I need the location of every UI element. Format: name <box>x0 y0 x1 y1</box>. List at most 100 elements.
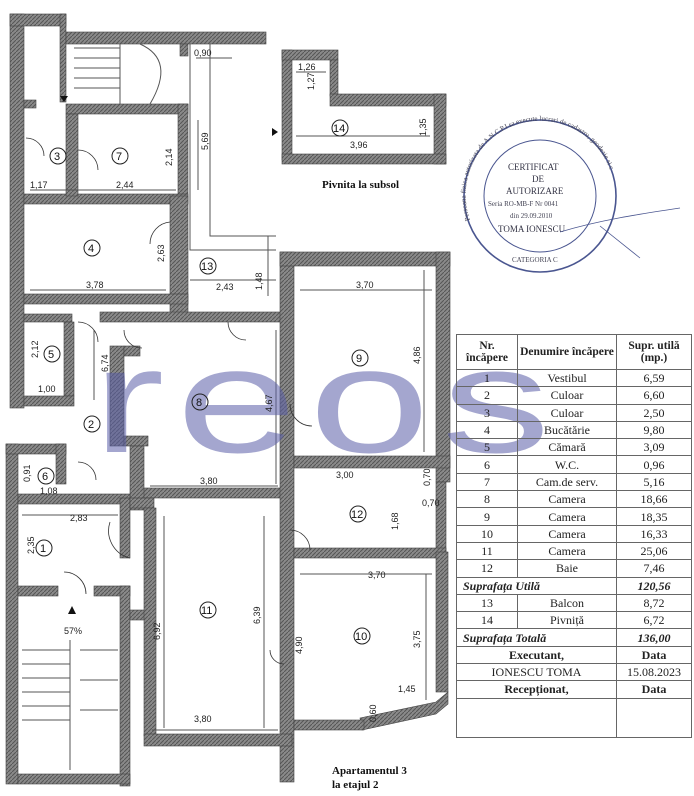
room-name: Balcon <box>517 593 617 613</box>
dim-label: 5,69 <box>200 132 210 150</box>
dim-label: 2,35 <box>26 536 36 554</box>
dim-label: 1,68 <box>390 512 400 530</box>
dim-label: 4,90 <box>294 636 304 654</box>
room-name: Camera <box>517 490 617 509</box>
room-area: 8,72 <box>616 593 692 613</box>
room-area: 0,96 <box>616 455 692 474</box>
dim-label: 0,60 <box>368 704 378 722</box>
dim-label: 2,14 <box>164 148 174 166</box>
room-name: Culoar <box>517 403 617 422</box>
room-nr: 12 <box>456 559 518 578</box>
dim-label: 0,90 <box>194 48 212 58</box>
dim-label: 3,80 <box>194 714 212 724</box>
room-nr: 14 <box>456 611 518 630</box>
room-area: 3,09 <box>616 438 692 457</box>
total-area-value: 136,00 <box>616 628 692 647</box>
room-nr: 6 <box>456 455 518 474</box>
table-header-row: Nr. încăpere Denumire încăpere Supr. uti… <box>456 334 692 370</box>
room-nr: 1 <box>456 368 518 388</box>
executant-date-label: Data <box>616 645 692 665</box>
room-area: 7,46 <box>616 559 692 578</box>
room-nr: 7 <box>456 472 518 492</box>
received-date-label: Data <box>616 680 692 699</box>
stamp-line1: CERTIFICAT <box>508 162 559 172</box>
stamp-line6: TOMA IONESCU <box>498 224 566 234</box>
stamp-line2: DE <box>532 174 544 184</box>
room-number-7: 7 <box>116 151 122 163</box>
room-number-12: 12 <box>351 509 363 521</box>
room-number-3: 3 <box>54 151 60 163</box>
room-number-9: 9 <box>356 353 362 365</box>
arrow-up-icon <box>68 606 76 614</box>
room-nr: 2 <box>456 386 518 405</box>
room-name: W.C. <box>517 455 617 474</box>
apartment-title-line1: Apartamentul 3 <box>332 765 407 777</box>
dim-label: 1,45 <box>398 684 416 694</box>
room-nr: 9 <box>456 507 518 526</box>
executant-name: IONESCU TOMA <box>456 663 617 682</box>
dim-label: 3,96 <box>350 140 368 150</box>
room-number-14: 14 <box>333 123 345 135</box>
basement-title: Pivnita la subsol <box>322 179 399 191</box>
executant-header-row: Executant,Data <box>456 645 692 665</box>
stamp-line3: AUTORIZARE <box>506 186 564 196</box>
room-name: Vestibul <box>517 368 617 388</box>
room-nr: 8 <box>456 490 518 509</box>
dim-label: 3,70 <box>356 280 374 290</box>
received-label: Recepționat, <box>456 680 617 699</box>
dim-label: 0,91 <box>22 464 32 482</box>
dim-label: 2,44 <box>116 180 134 190</box>
dim-label: 6,74 <box>100 354 110 372</box>
dimension-labels: 0,90 1,26 1,27 3,96 1,35 5,69 2,14 1,17 … <box>22 48 440 724</box>
dim-label: 1,35 <box>418 118 428 136</box>
dim-label: 3,70 <box>368 570 386 580</box>
room-number-4: 4 <box>88 243 94 255</box>
dim-label: 0,70 <box>422 468 432 486</box>
room-name: Baie <box>517 559 617 578</box>
room-name: Bucătărie <box>517 420 617 440</box>
thin-lines <box>22 43 432 770</box>
dim-label: 3,78 <box>86 280 104 290</box>
room-nr: 3 <box>456 403 518 422</box>
room-area: 6,72 <box>616 611 692 630</box>
room-area: 2,50 <box>616 403 692 422</box>
received-header-row: Recepționat,Data <box>456 680 692 699</box>
dim-label: 1,00 <box>38 384 56 394</box>
useful-area-label: Suprafața Utilă <box>456 576 617 595</box>
dim-label: 1,08 <box>40 486 58 496</box>
room-nr: 5 <box>456 438 518 457</box>
room-name: Pivniță <box>517 611 617 630</box>
total-area-label: Suprafața Totală <box>456 628 617 647</box>
dim-label: 0,70 <box>422 498 440 508</box>
room-number-6: 6 <box>42 471 48 483</box>
dim-label: 6,92 <box>152 622 162 640</box>
room-area: 25,06 <box>616 541 692 561</box>
received-date-cell <box>616 697 692 738</box>
room-area: 9,80 <box>616 420 692 440</box>
executant-date: 15.08.2023 <box>616 663 692 682</box>
dim-label: 3,00 <box>336 470 354 480</box>
stamp-line5: din 29.09.2010 <box>510 212 553 220</box>
dim-label: 2,83 <box>70 513 88 523</box>
room-area: 6,59 <box>616 368 692 388</box>
stair-percent: 57% <box>64 626 82 636</box>
room-name: Camera <box>517 541 617 561</box>
room-number-5: 5 <box>48 349 54 361</box>
room-number-1: 1 <box>40 543 46 555</box>
walls <box>5 13 451 787</box>
dim-label: 2,43 <box>216 282 234 292</box>
header-area: Supr. utilă (mp.) <box>616 334 692 370</box>
